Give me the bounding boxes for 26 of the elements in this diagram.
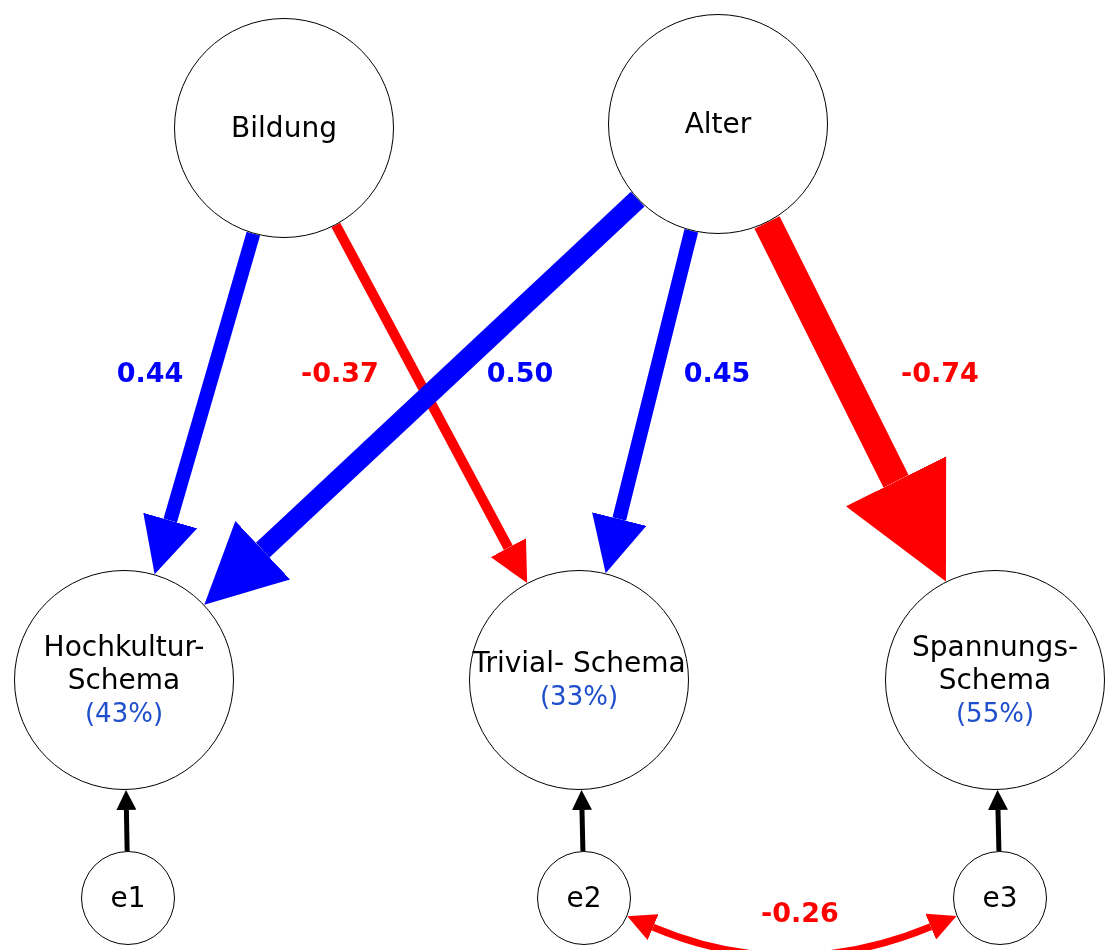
- percent-label: (33%): [539, 679, 619, 713]
- node-label: e1: [110, 881, 146, 915]
- edge-label: -0.74: [901, 356, 979, 388]
- arrow: [143, 231, 261, 575]
- node-label: Bildung: [231, 111, 337, 145]
- arrow: [626, 913, 957, 950]
- edge-label: -0.37: [301, 356, 379, 388]
- node-label: Alter: [684, 107, 752, 141]
- edge-label: 0.45: [683, 356, 751, 388]
- node-label: e2: [566, 881, 602, 915]
- arrow: [988, 789, 1008, 852]
- edge-label: 0.50: [486, 356, 554, 388]
- node-label: e3: [982, 881, 1018, 915]
- arrow: [754, 216, 947, 582]
- edge-label: -0.26: [761, 896, 839, 928]
- arrow: [331, 222, 528, 583]
- arrow: [592, 229, 699, 574]
- arrow: [116, 790, 137, 852]
- node-label: Trivial- Schema: [472, 646, 686, 680]
- edge-label: 0.44: [116, 356, 184, 388]
- percent-label: (55%): [955, 696, 1035, 730]
- node-label: Spannungs- Schema: [910, 629, 1080, 697]
- arrow: [204, 191, 645, 605]
- arrow: [572, 789, 592, 852]
- percent-label: (43%): [84, 696, 164, 730]
- node-label: Hochkultur- Schema: [42, 629, 206, 697]
